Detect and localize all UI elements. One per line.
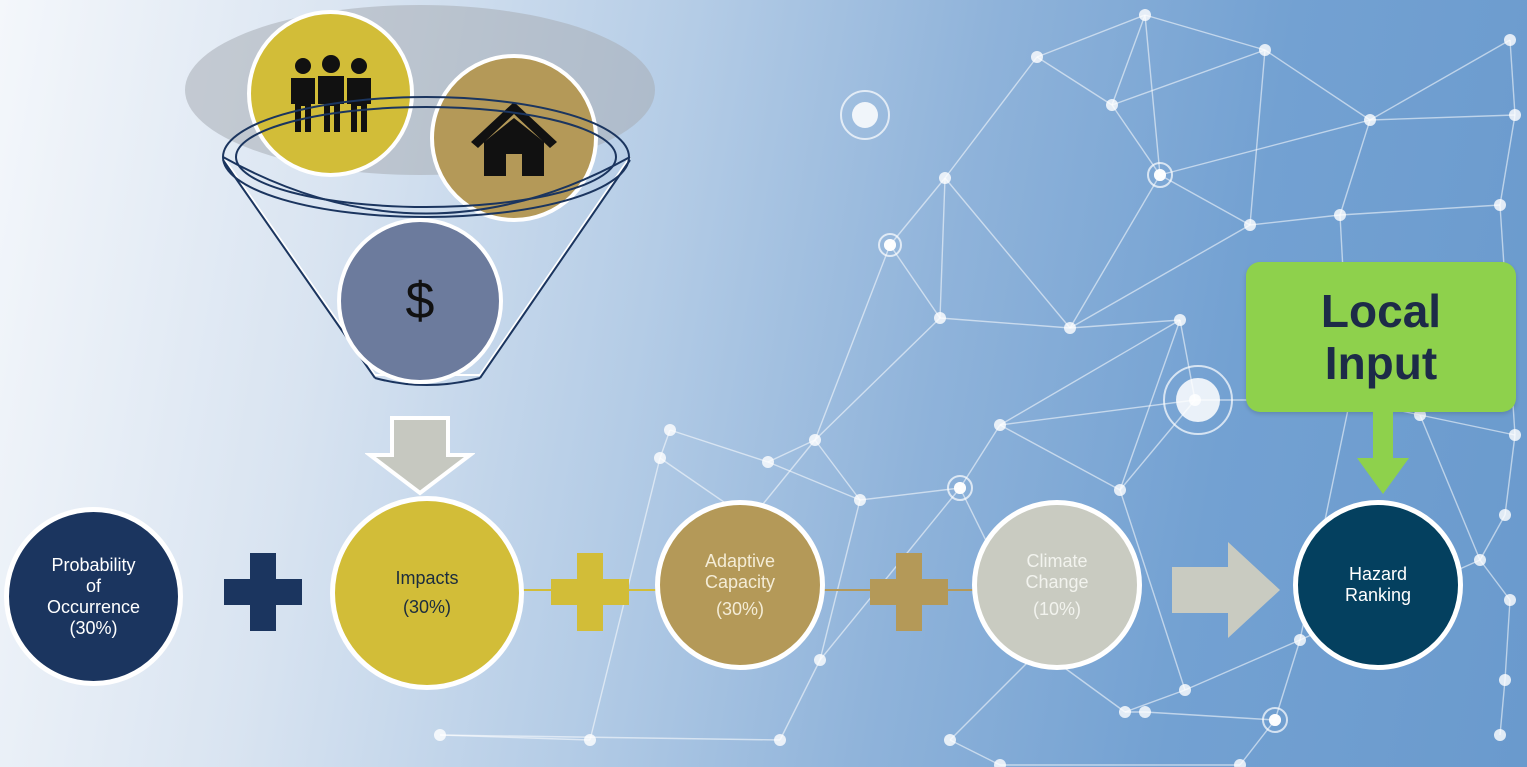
- adaptive-label-line1: Adaptive: [704, 550, 776, 571]
- probability-label-line2: of: [85, 575, 101, 596]
- climate-weight: (10%): [1032, 598, 1081, 619]
- climate-label-line2: Change: [1025, 571, 1089, 592]
- local-input-arrow-icon: [1357, 410, 1409, 494]
- plus-icon-1: [224, 553, 302, 631]
- house-icon: [471, 102, 557, 176]
- probability-weight: (30%): [69, 617, 118, 638]
- probability-circle: Probability of Occurrence (30%): [4, 507, 183, 686]
- climate-label-line1: Climate: [1026, 550, 1088, 571]
- down-arrow-icon: [365, 416, 475, 496]
- callout-line2: Input: [1324, 337, 1438, 389]
- adaptive-capacity-circle: Adaptive Capacity (30%): [655, 500, 825, 670]
- dollar-circle: $: [337, 218, 503, 384]
- local-input-callout: Local Input: [1246, 262, 1516, 412]
- plus-icon-2: [551, 553, 629, 631]
- probability-label-line3: Occurrence: [46, 596, 141, 617]
- probability-label-line1: Probability: [51, 554, 136, 575]
- impacts-label: Impacts: [395, 568, 459, 588]
- impacts-weight: (30%): [402, 597, 451, 617]
- climate-change-circle: Climate Change (10%): [972, 500, 1142, 670]
- house-circle: [430, 54, 598, 222]
- hazard-ranking-circle: Hazard Ranking: [1293, 500, 1463, 670]
- hazard-label-line1: Hazard: [1348, 564, 1408, 584]
- right-arrow-icon: [1172, 542, 1280, 638]
- hazard-label-line2: Ranking: [1344, 585, 1412, 605]
- dollar-icon: $: [405, 272, 435, 330]
- adaptive-label-line2: Capacity: [704, 571, 776, 592]
- plus-icon-3: [870, 553, 948, 631]
- callout-line1: Local: [1320, 285, 1442, 337]
- impacts-circle: Impacts (30%): [330, 496, 524, 690]
- adaptive-weight: (30%): [715, 598, 764, 619]
- people-circle: [247, 10, 414, 177]
